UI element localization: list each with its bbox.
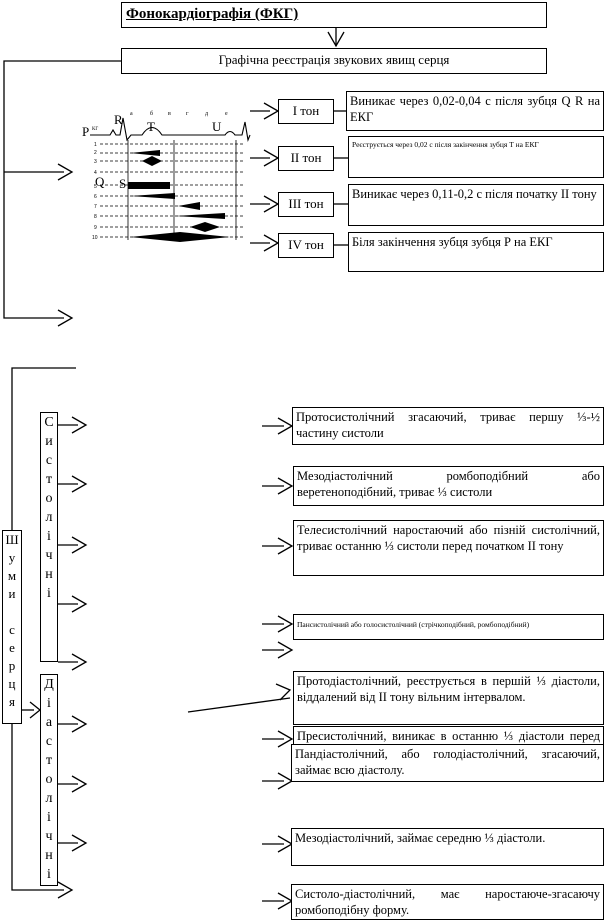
pcg-col-a: а xyxy=(130,111,133,117)
row-num-7: 7 xyxy=(94,204,97,210)
diastolic-item-3: Пандіастолічний, або голодіастолічний, з… xyxy=(291,744,604,782)
tone-1-box: I тон xyxy=(278,99,334,124)
pcg-col-c: в xyxy=(168,111,171,117)
tone-4-box: IV тон xyxy=(278,233,334,258)
row-num-6: 6 xyxy=(94,194,97,200)
tone-4-desc: Біля закінчення зубця зубця Р на ЕКГ xyxy=(348,232,604,272)
row-num-1: 1 xyxy=(94,142,97,148)
row-num-3: 3 xyxy=(94,159,97,165)
systolic-item-2: Мезодіастолічний ромбоподібний або верет… xyxy=(293,466,604,506)
tone-3-desc: Виникає через 0,11-0,2 с після початку I… xyxy=(348,184,604,226)
tone-2-desc: Реєструється через 0,02 с після закінчен… xyxy=(348,136,604,178)
systolic-item-3: Телесистолічний наростаючий або пізній с… xyxy=(293,520,604,576)
pcg-col-f: е xyxy=(225,111,228,117)
row-num-4: 4 xyxy=(94,170,97,176)
diastolic-item-4: Мезодіастолічний, займає середню ⅓ діаст… xyxy=(291,828,604,866)
pcg-label-u: U xyxy=(212,119,222,134)
pcg-col-b: б xyxy=(150,110,153,117)
pcg-label-p: P xyxy=(82,124,89,139)
tone-2-box: II тон xyxy=(278,146,334,171)
tone-1-desc: Виникає через 0,02-0,04 с після зубця Q … xyxy=(346,91,604,131)
pcg-rows: 1 2 3 4 5 6 7 8 9 10 xyxy=(92,140,245,242)
pcg-label-t: T xyxy=(147,119,155,134)
row-num-9: 9 xyxy=(94,225,97,231)
row-num-5: 5 xyxy=(94,184,97,190)
diastolic-item-1: Протодіастолічний, реєструється в першій… xyxy=(293,671,604,725)
systolic-item-4: Пансистолічний або голосистолічний (стрі… xyxy=(293,614,604,640)
ecg-trace xyxy=(90,117,251,143)
systolic-label: С и с т о л і ч н і xyxy=(40,412,58,662)
subtitle-box: Графічна реєстрація звукових явищ серця xyxy=(121,48,547,74)
page-title: Фонокардіографія (ФКГ) xyxy=(121,2,547,28)
pcg-label-kg: КГ xyxy=(92,127,98,132)
tone-3-box: III тон xyxy=(278,192,334,217)
pcg-label-s: S xyxy=(119,176,126,191)
pcg-col-d: г xyxy=(186,111,189,117)
pcg-label-r: R xyxy=(114,112,123,127)
row-num-8: 8 xyxy=(94,214,97,220)
row-num-10: 10 xyxy=(92,235,98,241)
murmurs-label: Ш у м и с е р ц я xyxy=(2,530,22,724)
systolic-item-1: Протосистолічний згасаючий, триває першу… xyxy=(292,407,604,445)
pcg-col-e: д xyxy=(205,111,208,117)
pcg-label-q: Q xyxy=(95,174,105,189)
diastolic-item-5: Систоло-діастолічний, має наростаюче-зга… xyxy=(291,884,604,920)
diastolic-label: Д і а с т о л і ч н і xyxy=(40,674,58,886)
row-num-2: 2 xyxy=(94,150,97,156)
